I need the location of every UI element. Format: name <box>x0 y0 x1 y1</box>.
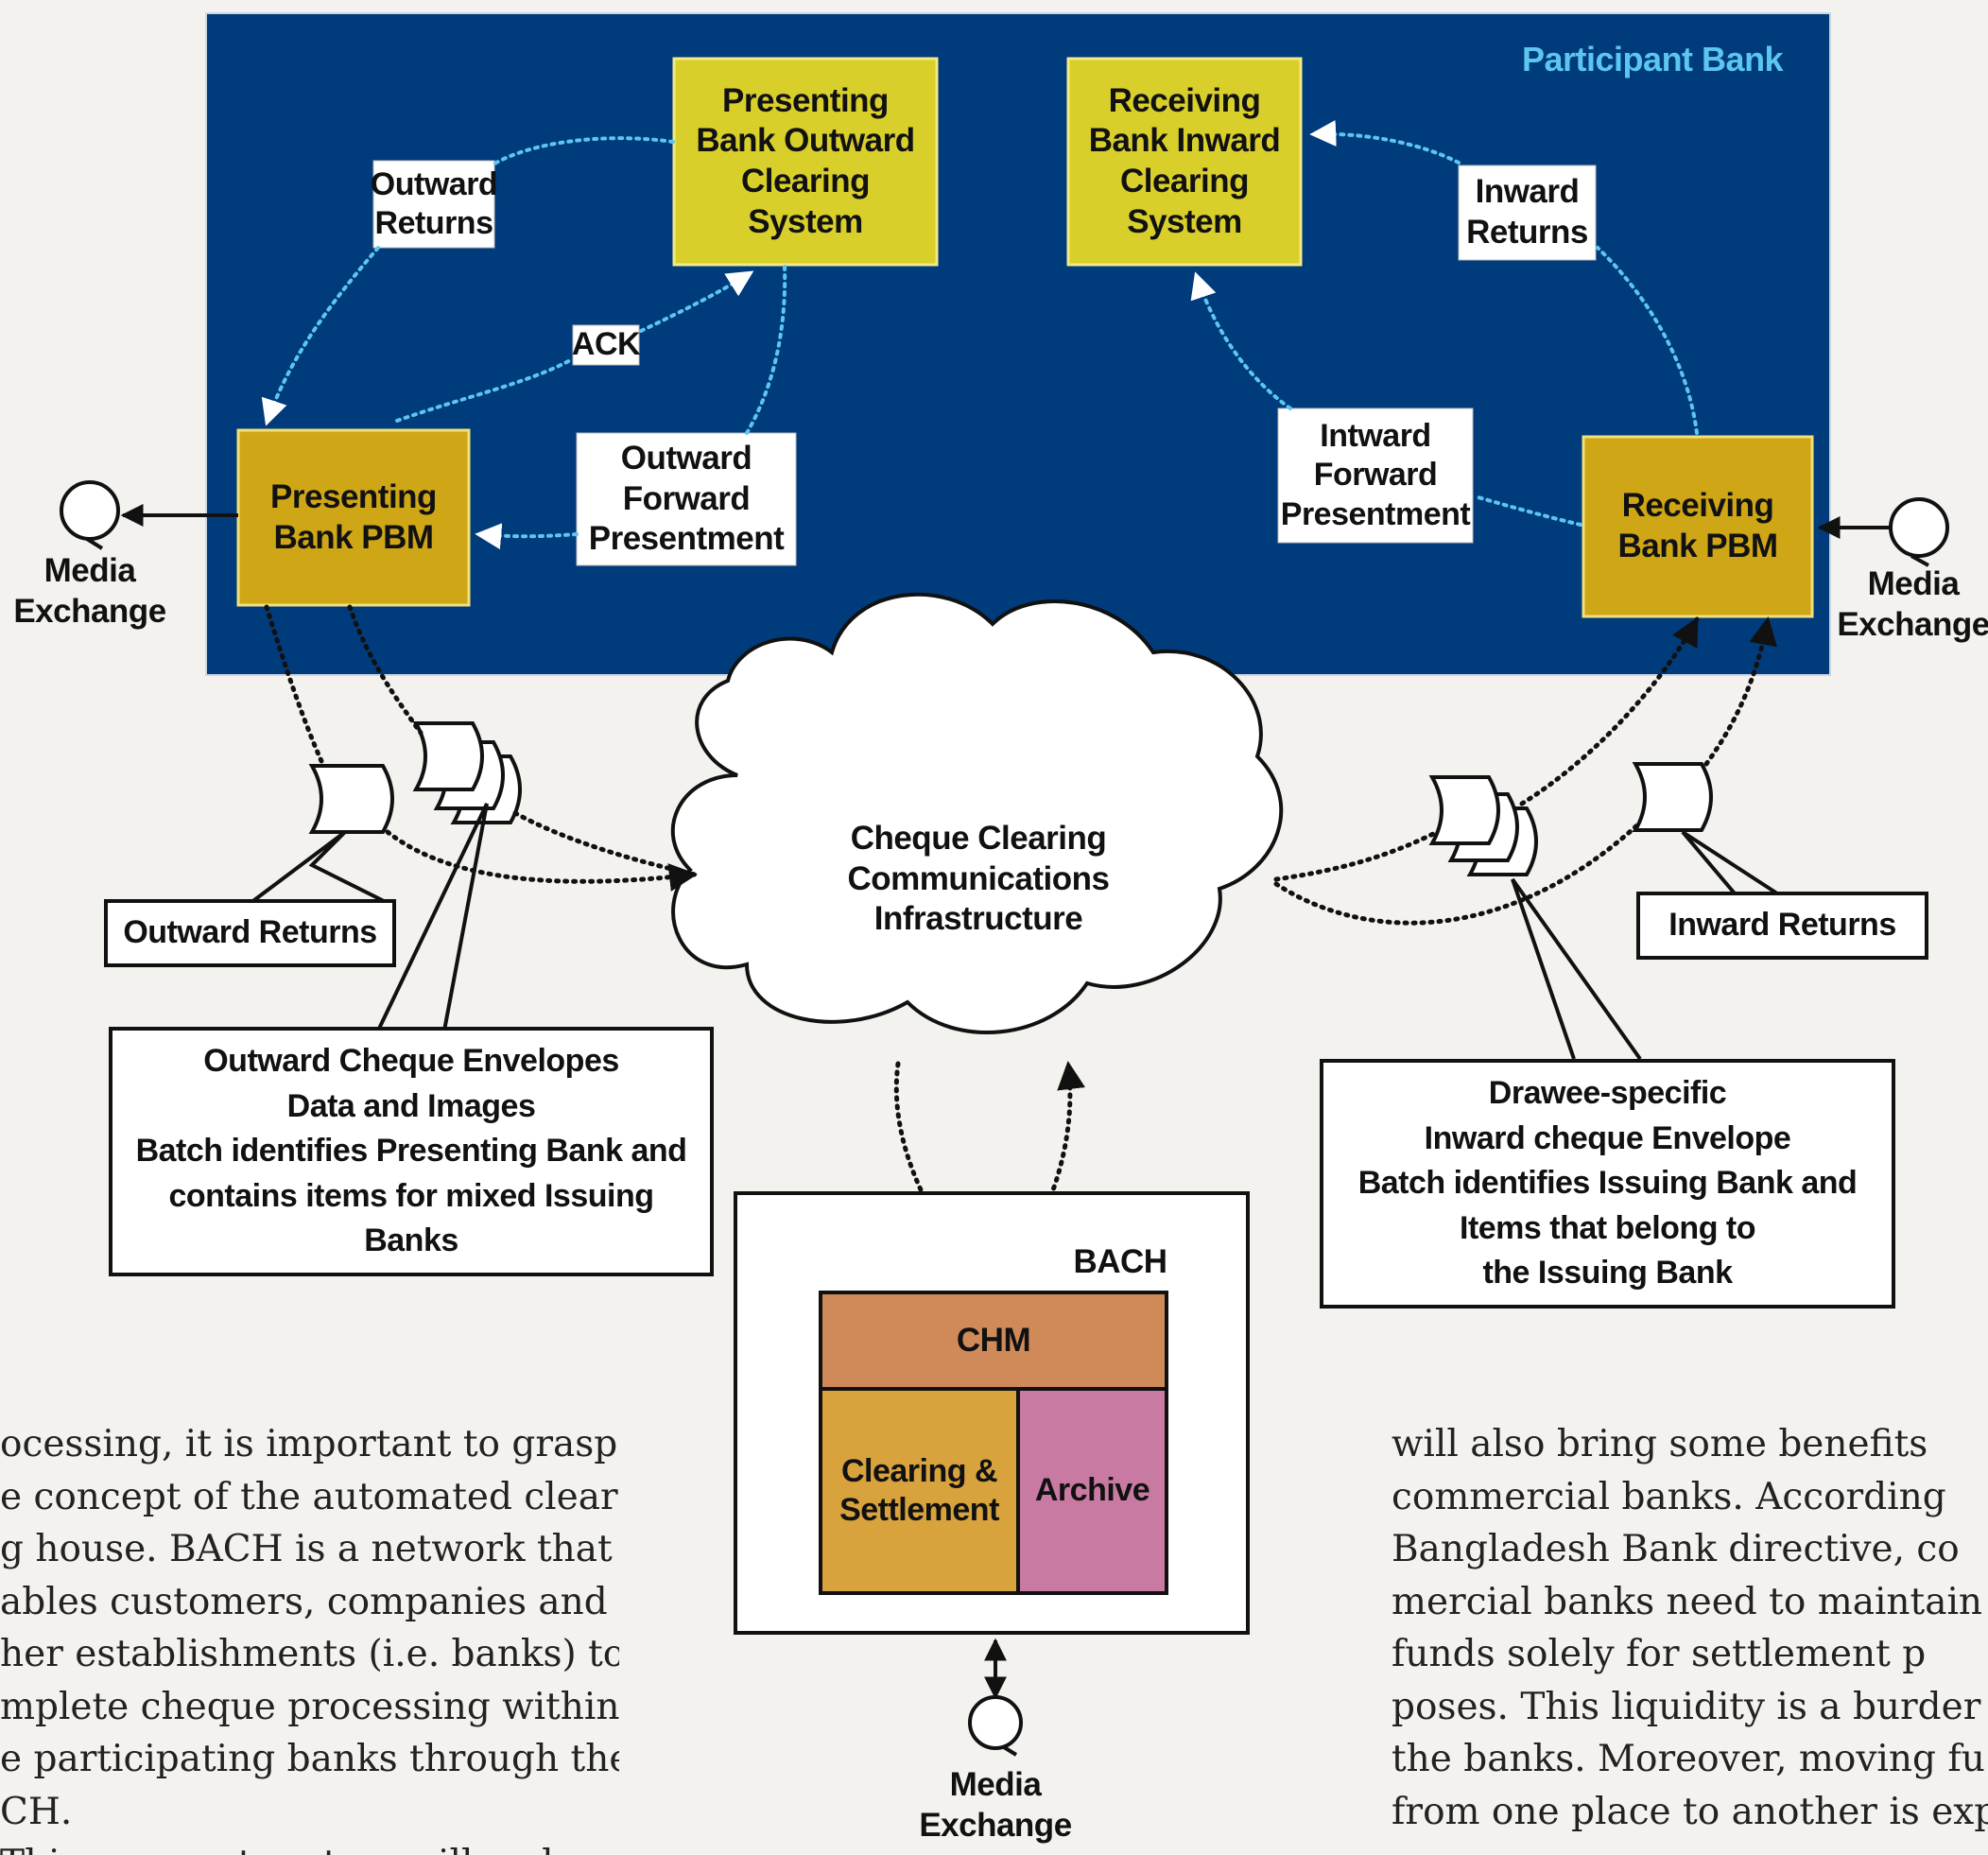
inward-returns-doc-icon <box>1632 762 1713 832</box>
presenting-outward-system-label: Presenting Bank Outward Clearing System <box>696 81 915 240</box>
archive-box <box>1016 1387 1168 1595</box>
flow-drawee-envelopes-to-pbm <box>1519 616 1700 806</box>
arrow-system-to-outward-returns <box>490 136 675 167</box>
arrow-pbm-to-inward-forward <box>1473 494 1582 527</box>
archive-label: Archive <box>1034 1472 1150 1509</box>
outward-returns-doc-icon <box>308 764 394 834</box>
media-exchange-bottom-icon <box>968 1695 1023 1750</box>
article-text-left-column: ocessing, it is important to grasp e con… <box>0 1423 619 1855</box>
drawee-envelopes-callout-label: Drawee-specific Inward cheque Envelope B… <box>1357 1075 1858 1292</box>
inward-forward-flow-label: Intward Forward Presentment <box>1280 417 1471 532</box>
cheque-clearing-cloud <box>670 592 1284 1035</box>
article-text-right-column: will also bring some benefits commercial… <box>1392 1423 1988 1833</box>
outward-envelopes-doc-stack-icon <box>412 721 522 824</box>
flow-inward-returns-doc-to-pbm <box>1703 616 1777 767</box>
arrow-inward-forward-to-system <box>1190 271 1292 410</box>
outward-forward-flow-label: Outward Forward Presentment <box>588 439 785 558</box>
participant-bank-panel <box>205 12 1831 676</box>
participant-bank-title: Participant Bank <box>1522 40 1784 78</box>
media-exchange-left-label: Media Exchange <box>13 552 166 630</box>
ack-flow-label: ACK <box>571 326 641 363</box>
arrow-system-to-outward-forward <box>745 265 787 435</box>
arrow-pbm-to-inward-returns <box>1596 246 1699 435</box>
cloud-label: Cheque Clearing Communications Infrastru… <box>847 819 1110 938</box>
media-exchange-right-icon <box>1889 497 1949 558</box>
flow-pbm-to-outward-envelopes <box>347 604 424 736</box>
leader-outward-returns <box>249 830 389 905</box>
ack-label-box <box>572 324 640 366</box>
drawee-envelopes-callout-box <box>1320 1059 1895 1309</box>
flow-cloud-to-drawee-envelopes <box>1273 829 1440 882</box>
media-exchange-left-icon <box>60 480 120 541</box>
media-exchange-left-group <box>60 480 238 550</box>
flow-cloud-to-inward-returns-doc <box>1273 820 1643 926</box>
arrow-outward-forward-to-pbm <box>475 523 579 550</box>
outward-envelopes-callout-box <box>109 1027 714 1276</box>
flow-chm-to-cloud <box>999 1061 1086 1289</box>
receiving-pbm-box <box>1582 435 1814 618</box>
outward-returns-label-box <box>372 160 495 249</box>
receiving-inward-system-box <box>1066 57 1303 267</box>
receiving-inward-system-label: Receiving Bank Inward Clearing System <box>1088 81 1281 240</box>
inward-forward-label-box <box>1277 407 1474 544</box>
clearing-settlement-box <box>819 1387 1020 1595</box>
inward-returns-callout-label: Inward Returns <box>1668 907 1896 944</box>
media-exchange-bottom-group <box>968 1638 1023 1757</box>
arrow-outward-returns-to-pbm <box>261 246 380 426</box>
inward-returns-label-box <box>1458 165 1597 261</box>
outward-envelopes-callout-label: Outward Cheque Envelopes Data and Images… <box>135 1043 687 1259</box>
inward-returns-callout-box <box>1636 892 1928 960</box>
presenting-pbm-box <box>236 428 471 607</box>
drawee-envelopes-doc-stack-icon <box>1428 775 1538 876</box>
flow-outward-envelopes-to-cloud <box>512 810 698 877</box>
inward-returns-flow-label: Inward Returns <box>1466 173 1588 251</box>
leader-drawee-envelopes <box>1511 877 1642 1061</box>
outward-returns-callout-label: Outward Returns <box>123 914 377 951</box>
media-exchange-right-group <box>1817 497 1949 567</box>
arrow-ack-to-system <box>639 270 754 333</box>
flow-outward-returns-doc-to-cloud <box>385 829 698 892</box>
chm-label: CHM <box>956 1321 1031 1359</box>
arrow-inward-returns-to-system <box>1309 120 1461 165</box>
chm-box <box>819 1291 1168 1391</box>
flow-pbm-to-outward-returns-doc <box>264 604 324 764</box>
outward-returns-flow-label: Outward Returns <box>370 165 498 241</box>
leader-inward-returns <box>1681 830 1779 895</box>
receiving-pbm-label: Receiving Bank PBM <box>1617 487 1778 564</box>
presenting-outward-system-box <box>672 57 939 267</box>
arrow-pbm-to-ack <box>395 357 574 423</box>
clearing-settlement-label: Clearing & Settlement <box>839 1452 999 1528</box>
leader-outward-envelopes <box>376 803 489 1032</box>
presenting-pbm-label: Presenting Bank PBM <box>270 477 437 556</box>
outward-forward-label-box <box>576 432 797 566</box>
media-exchange-bottom-label: Media Exchange <box>919 1766 1072 1844</box>
outward-returns-callout-box <box>104 899 396 967</box>
media-exchange-right-label: Media Exchange <box>1837 565 1988 643</box>
bach-label: BACH <box>1073 1242 1167 1280</box>
